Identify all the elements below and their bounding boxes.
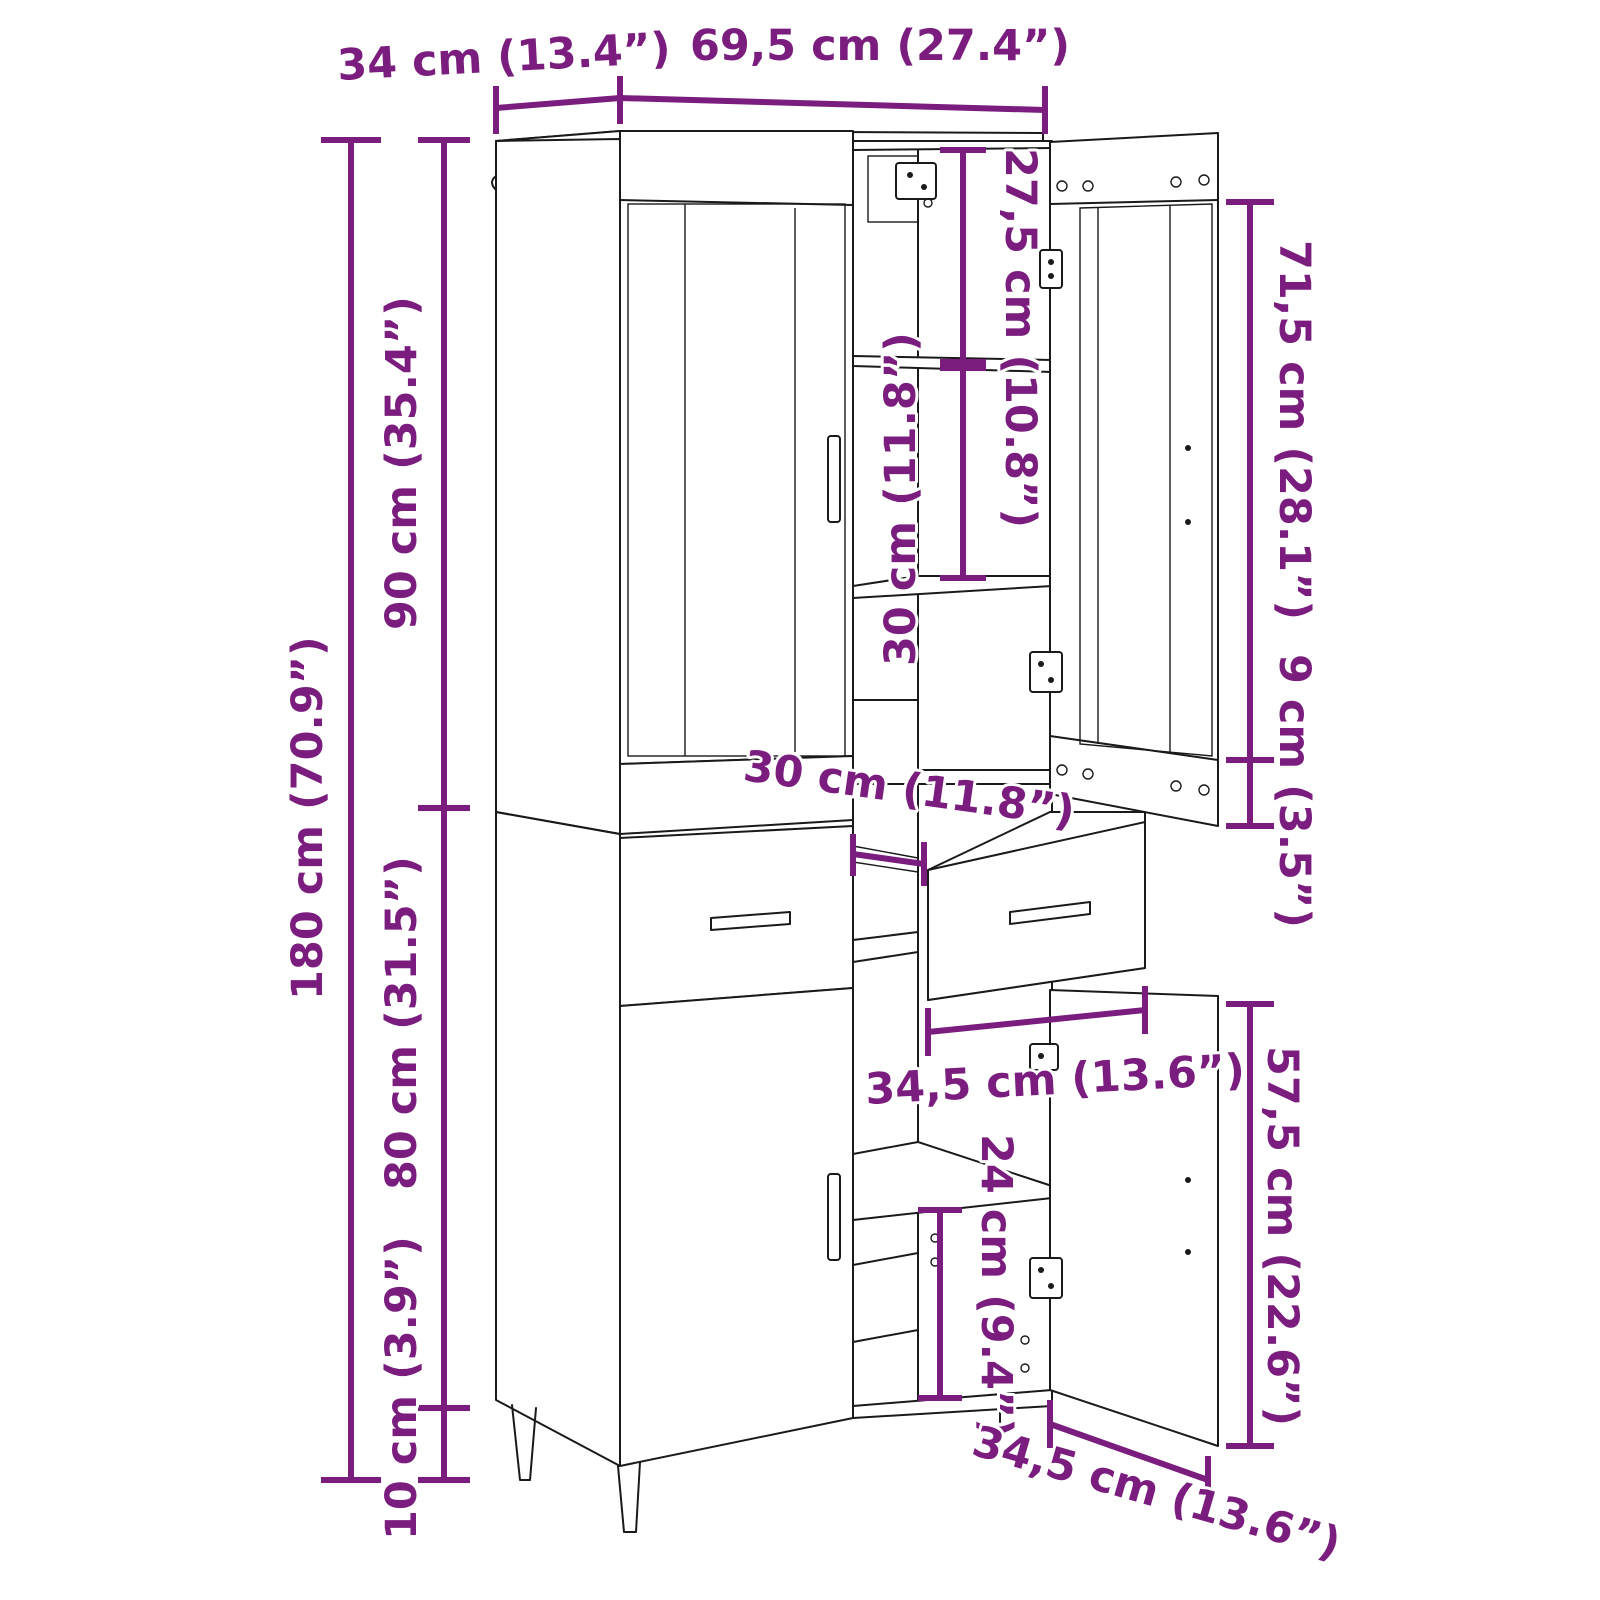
section-height-dimension-line — [418, 137, 470, 1483]
right-drawer — [927, 811, 1146, 1001]
left-drawer — [619, 825, 854, 1007]
total-height-dimension-line — [321, 137, 381, 1483]
lower-shelf-dimension-line — [918, 1207, 962, 1401]
total-height-label: 180 cm (70.9”) — [283, 636, 333, 1000]
width-dimension-line — [619, 86, 1048, 134]
hinge-icon — [1029, 1043, 1059, 1071]
drawer-handle — [1009, 901, 1091, 925]
lower-door-label: 57,5 cm (22.6”) — [1257, 1046, 1307, 1426]
top-shelf-label: 27,5 cm (10.8”) — [995, 148, 1045, 528]
lower-door-handle — [827, 1173, 841, 1261]
leg-height-label: 10 cm (3.9”) — [377, 1236, 427, 1540]
left-glass-door — [619, 130, 854, 765]
hinge-icon — [895, 162, 937, 200]
door-width-label: 34,5 cm (13.6”) — [967, 1417, 1346, 1570]
base-panel-label: 9 cm (3.5”) — [1269, 654, 1319, 928]
depth-dimension-line — [493, 76, 623, 134]
hinge-icon — [1029, 651, 1063, 693]
upper-height-label: 90 cm (35.4”) — [377, 296, 427, 630]
upper-door-handle — [827, 435, 841, 523]
lower-height-label: 80 cm (31.5”) — [377, 856, 427, 1190]
right-glass-door — [1049, 132, 1219, 827]
inner-depth-dimension-line — [850, 834, 927, 886]
lower-door-dimension-line — [1226, 1001, 1274, 1449]
left-lower-door — [619, 987, 854, 1467]
cabinet-drawing — [491, 130, 1219, 1533]
hinge-icon — [1029, 1257, 1063, 1299]
hinge-icon — [1039, 249, 1063, 289]
lower-shelf-label: 24 cm (9.4”) — [971, 1134, 1021, 1438]
right-lower-door — [1049, 989, 1219, 1447]
side-panel — [491, 130, 621, 1467]
shelf — [852, 1252, 919, 1343]
width-label: 69,5 cm (27.4”) — [690, 21, 1070, 71]
mid-shelf-label: 30 cm (11.8”) — [876, 332, 926, 666]
drawer-width-dimension-line — [925, 986, 1148, 1056]
shelf-height-dimension-line — [940, 147, 986, 581]
upper-door-label: 71,5 cm (28.1”) — [1269, 240, 1319, 620]
drawer-handle — [710, 911, 791, 931]
dimension-lines — [321, 76, 1274, 1504]
door-width-dimension-line — [1047, 1400, 1211, 1504]
upper-door-dimension-line — [1226, 199, 1274, 829]
